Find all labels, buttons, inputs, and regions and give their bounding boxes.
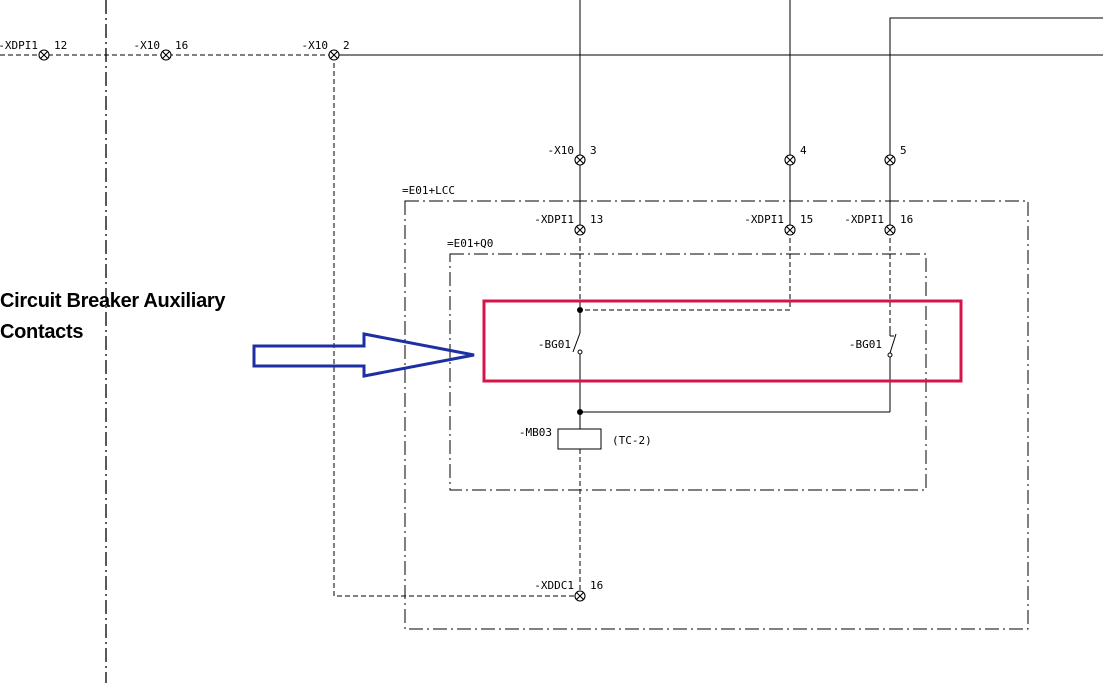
terminal-top-1 bbox=[38, 49, 50, 61]
terminal-box-3-num: 16 bbox=[900, 213, 913, 226]
outer-box bbox=[404, 200, 1029, 630]
junction-dot-top bbox=[577, 307, 583, 313]
terminal-mid-1-ref: -X10 bbox=[548, 144, 575, 157]
terminal-top-3-ref: -X10 bbox=[302, 39, 329, 52]
annotation-line-2: Contacts bbox=[0, 321, 84, 343]
terminal-top-3-num: 2 bbox=[343, 39, 350, 52]
terminal-mid-2-num: 4 bbox=[800, 144, 807, 157]
terminal-top-2 bbox=[160, 49, 172, 61]
terminal-top-3 bbox=[328, 49, 340, 61]
terminal-top-1-ref: -XDPI1 bbox=[0, 39, 38, 52]
contact-pivot-right bbox=[887, 352, 893, 358]
contact-label-right: -BG01 bbox=[849, 338, 882, 351]
contact-label-left: -BG01 bbox=[538, 338, 571, 351]
terminal-mid-1 bbox=[574, 154, 586, 166]
terminal-mid-3-num: 5 bbox=[900, 144, 907, 157]
arrow-icon bbox=[252, 332, 475, 378]
coil-label: -MB03 bbox=[519, 426, 552, 439]
inner-box-label: =E01+Q0 bbox=[447, 237, 493, 250]
terminal-top-2-ref: -X10 bbox=[134, 39, 161, 52]
terminal-box-2 bbox=[784, 224, 796, 236]
terminal-mid-3 bbox=[884, 154, 896, 166]
terminal-mid-1-num: 3 bbox=[590, 144, 597, 157]
terminal-box-3 bbox=[884, 224, 896, 236]
contact-blade-right bbox=[889, 333, 897, 354]
wire-790-dashed bbox=[580, 230, 791, 311]
terminal-box-1 bbox=[574, 224, 586, 236]
annotation-line-1: Circuit Breaker Auxiliary bbox=[0, 290, 226, 312]
terminal-top-1-num: 12 bbox=[54, 39, 67, 52]
terminal-box-1-ref: -XDPI1 bbox=[534, 213, 574, 226]
terminal-box-3-ref: -XDPI1 bbox=[844, 213, 884, 226]
terminal-box-2-ref: -XDPI1 bbox=[744, 213, 784, 226]
terminal-bottom-num: 16 bbox=[590, 579, 603, 592]
highlight-box bbox=[482, 299, 963, 383]
contact-blade-left bbox=[572, 332, 581, 353]
terminal-box-1-num: 13 bbox=[590, 213, 603, 226]
contact-pivot-left bbox=[577, 349, 583, 355]
return-wire-dashed bbox=[333, 55, 577, 597]
annotation-callout: Circuit Breaker Auxiliary Contacts bbox=[0, 286, 226, 348]
terminal-bottom bbox=[574, 590, 586, 602]
top-right-wire bbox=[889, 17, 1103, 160]
terminal-box-2-num: 15 bbox=[800, 213, 813, 226]
terminal-mid-2 bbox=[784, 154, 796, 166]
coil-note: (TC-2) bbox=[612, 434, 652, 447]
coil-symbol bbox=[557, 428, 602, 450]
terminal-top-2-num: 16 bbox=[175, 39, 188, 52]
terminal-bottom-ref: -XDDC1 bbox=[534, 579, 574, 592]
inner-box bbox=[449, 253, 927, 491]
outer-box-label: =E01+LCC bbox=[402, 184, 455, 197]
